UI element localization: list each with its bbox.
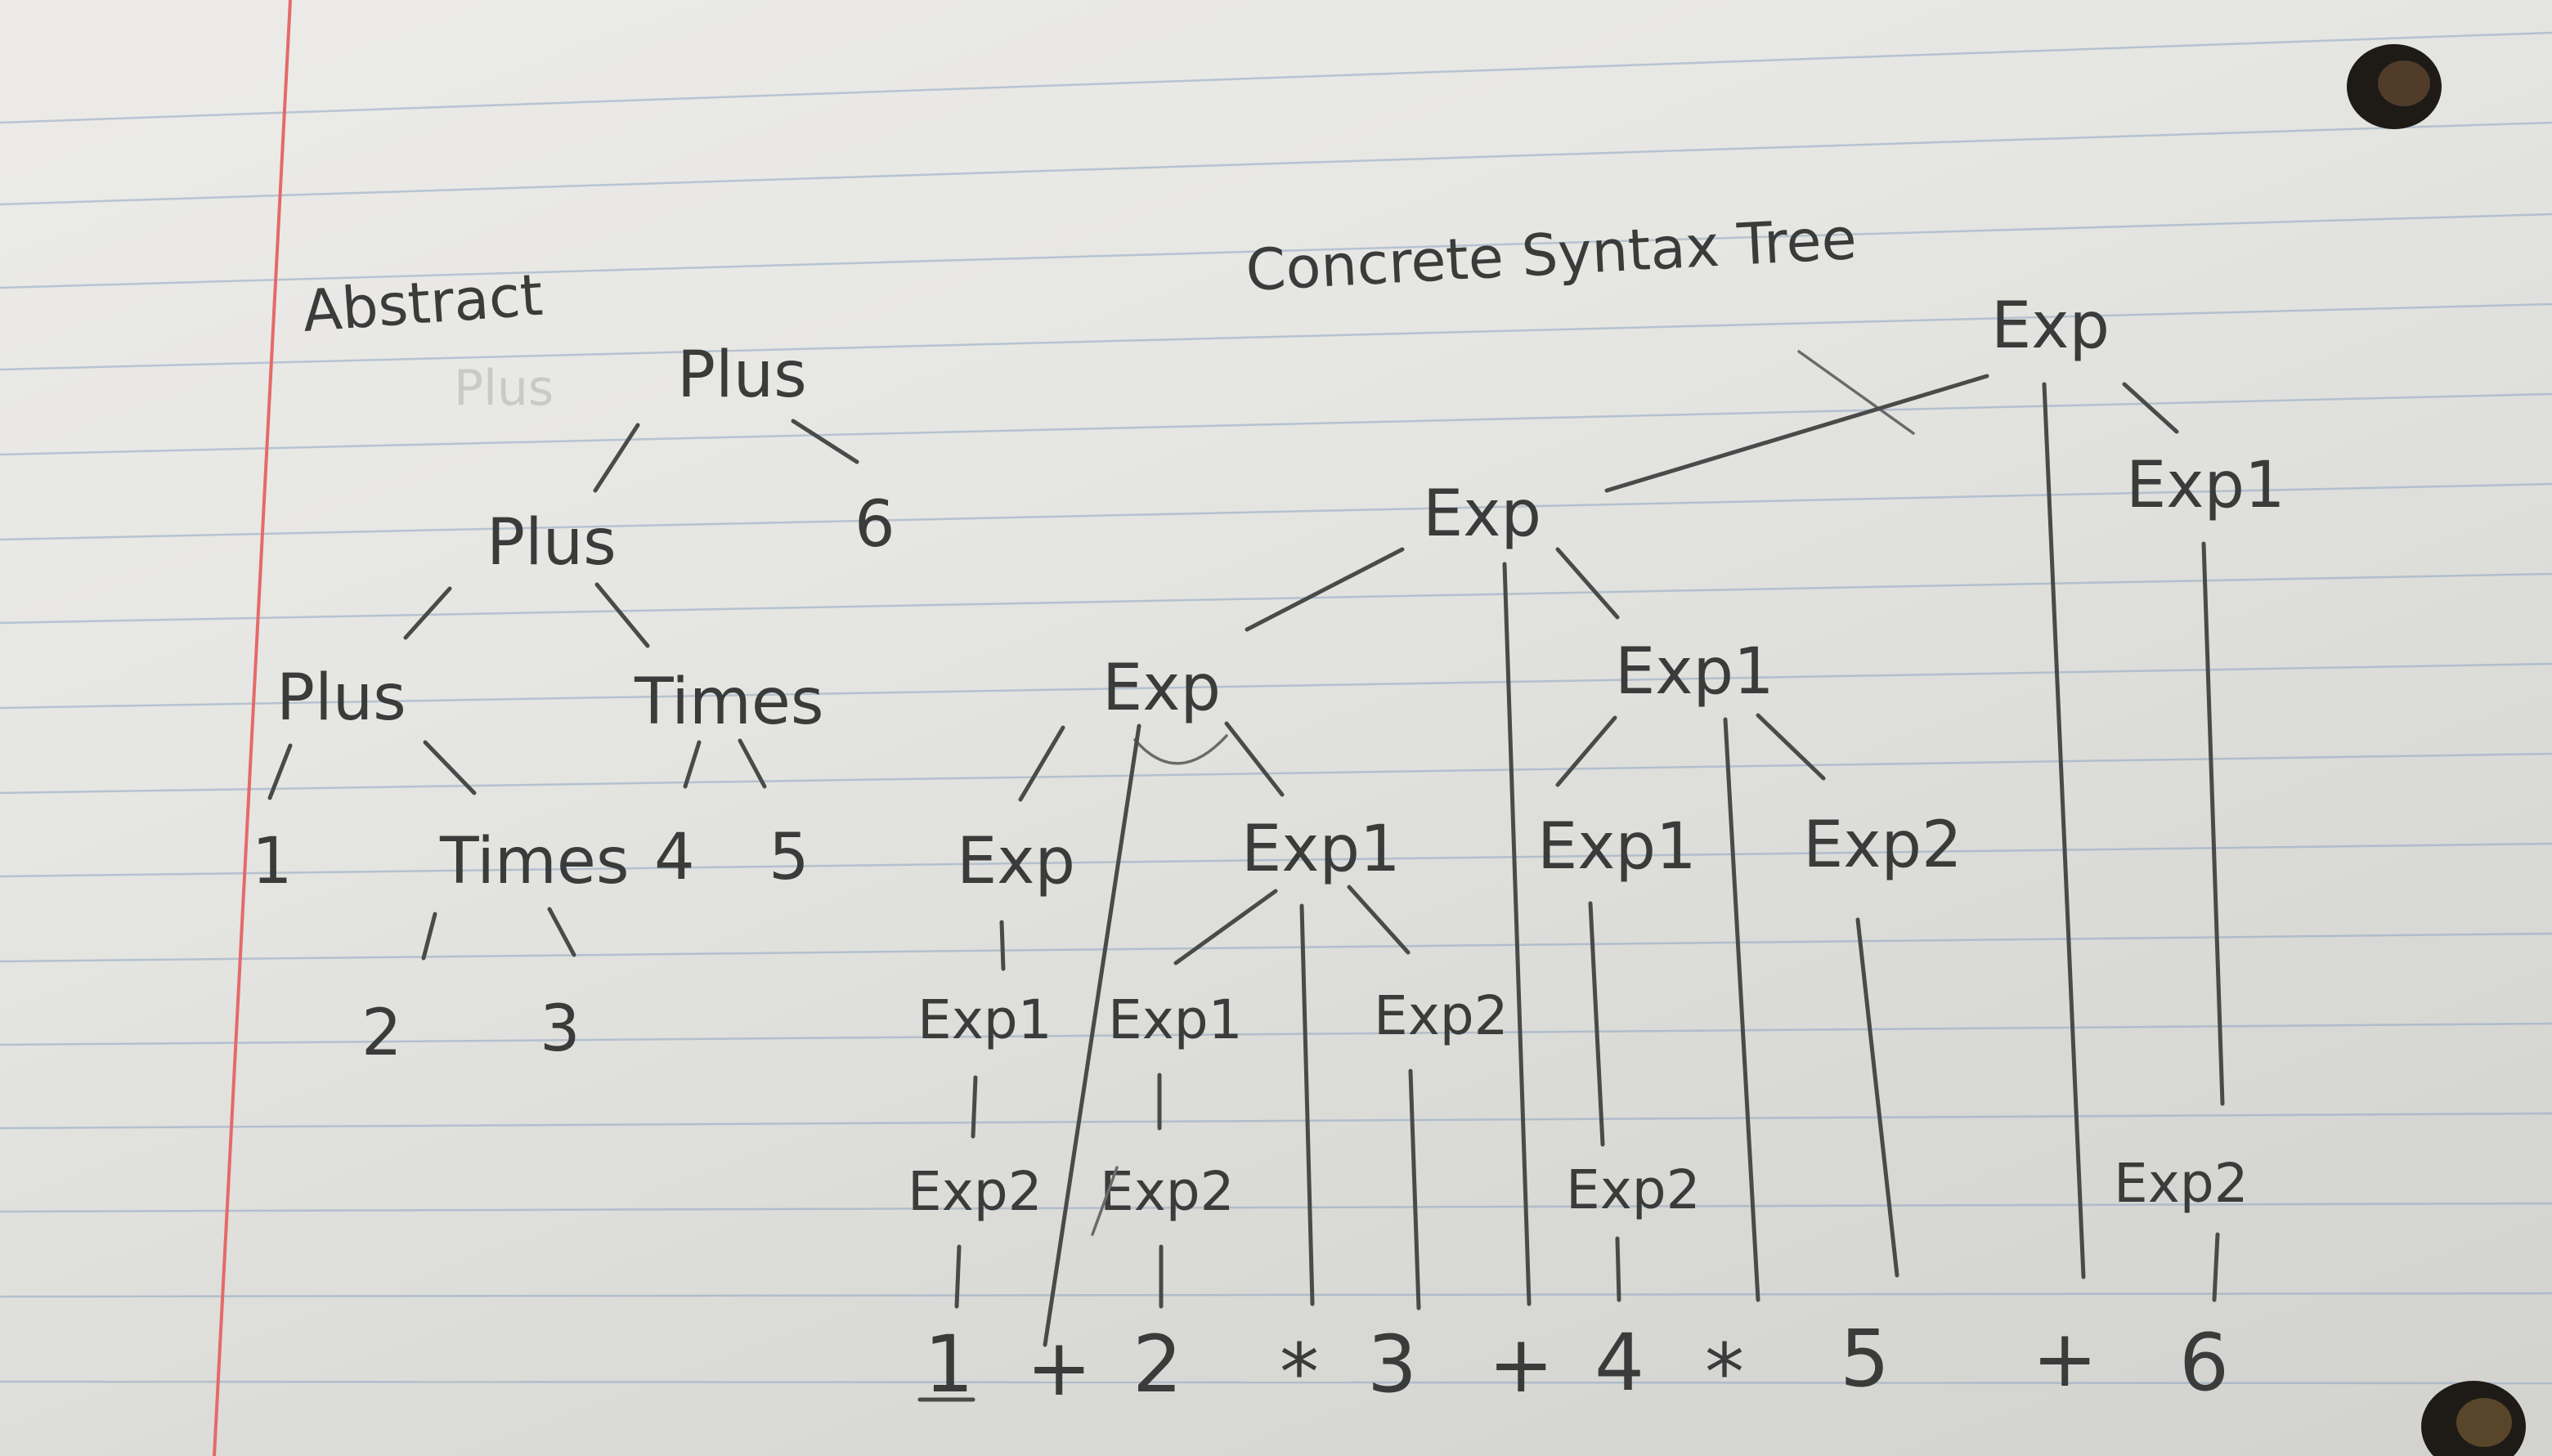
cst-exp2-i: Exp2 <box>1566 1158 1701 1221</box>
token-3: 3 <box>1367 1319 1417 1410</box>
abstract-one: 1 <box>252 825 293 898</box>
binder-holes <box>2347 44 2526 1456</box>
token-4: 4 <box>1594 1317 1644 1409</box>
abstract-two: 2 <box>361 997 402 1070</box>
abstract-title: Abstract <box>300 262 545 345</box>
abstract-five: 5 <box>769 821 810 894</box>
cst-exp2-g: Exp2 <box>908 1160 1043 1223</box>
cst-exp-leftmost: Exp <box>957 825 1075 898</box>
cst-exp2-e: Exp2 <box>1374 984 1509 1047</box>
cst-exp2-c: Exp2 <box>1803 809 1962 882</box>
abstract-syntax-tree: Abstract Plus Plus 6 Plus Plus Times 1 T… <box>252 262 895 1070</box>
abstract-four: 4 <box>654 821 695 894</box>
abstract-mid-plus: Plus <box>487 506 617 580</box>
cst-exp1-d: Exp1 <box>917 988 1052 1051</box>
token-string: 1 + 2 * 3 + 4 * 5 + 6 <box>917 1313 2229 1418</box>
abstract-low-plus: Plus <box>276 661 406 735</box>
token-plus: + <box>2032 1313 2097 1404</box>
token-times: * <box>1280 1327 1319 1418</box>
cst-exp2-j: Exp2 <box>2114 1152 2249 1215</box>
ghost-erased-label: Plus <box>454 360 554 417</box>
cst-root-exp: Exp <box>1991 289 2110 363</box>
cst-exp2-h: Exp2 <box>1100 1160 1235 1223</box>
token-2: 2 <box>1132 1319 1182 1410</box>
cst-mid-exp1: Exp1 <box>1615 635 1774 709</box>
margin-line <box>213 0 292 1456</box>
abstract-root-plus: Plus <box>677 338 807 412</box>
cst-exp1-a: Exp1 <box>1241 813 1401 886</box>
token-plus: + <box>1488 1319 1554 1410</box>
cst-exp1-f: Exp1 <box>1108 988 1243 1051</box>
concrete-title: Concrete Syntax Tree <box>1245 205 1859 304</box>
abstract-times-right: Times <box>634 665 824 739</box>
token-1: 1 <box>924 1319 974 1410</box>
token-plus: + <box>1026 1322 1092 1413</box>
token-6: 6 <box>2179 1317 2229 1409</box>
token-times: * <box>1705 1327 1744 1418</box>
abstract-three: 3 <box>540 992 581 1066</box>
cst-mid-exp: Exp <box>1423 477 1541 551</box>
abstract-times-low: Times <box>439 825 630 898</box>
cst-left-exp: Exp <box>1102 652 1221 725</box>
concrete-syntax-tree: Concrete Syntax Tree Exp Exp1 Exp Exp Ex… <box>908 205 2285 1418</box>
abstract-six: 6 <box>854 488 895 562</box>
cst-root-exp1: Exp1 <box>2126 449 2285 522</box>
token-5: 5 <box>1840 1313 1890 1404</box>
cst-exp1-b: Exp1 <box>1537 810 1697 884</box>
